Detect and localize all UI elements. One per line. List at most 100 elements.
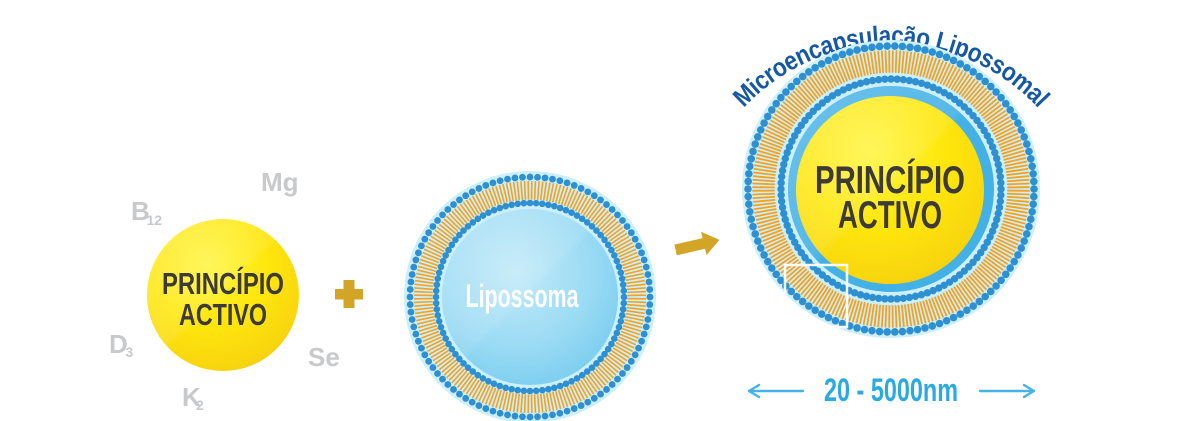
- lipid-head: [425, 229, 433, 237]
- lipid-tail: [752, 195, 776, 200]
- lipid-tail: [818, 288, 832, 308]
- lipid-head: [893, 75, 901, 83]
- lipid-head: [437, 323, 445, 331]
- lipid-tail: [1006, 171, 1029, 176]
- lipid-tail: [509, 182, 514, 202]
- lipid-head: [917, 79, 926, 87]
- lipid-tail: [1001, 146, 1024, 155]
- lipid-head: [588, 364, 596, 371]
- lipid-tail: [942, 64, 954, 86]
- lipid-tail: [481, 190, 491, 209]
- lipid-head: [1025, 147, 1033, 156]
- lipid-head: [631, 235, 639, 243]
- lipid-tail: [421, 330, 440, 339]
- lipid-tail: [961, 78, 976, 97]
- lipid-tail: [873, 304, 878, 327]
- lipid-head: [456, 390, 463, 398]
- lipid-head: [445, 246, 452, 254]
- lipid-tail: [599, 364, 614, 379]
- size-range-label: 20 - 5000nm: [824, 372, 958, 408]
- lipid-tail: [448, 366, 463, 381]
- lipid-tail: [910, 52, 916, 75]
- lipid-tail: [609, 352, 626, 365]
- lipid-tail: [841, 58, 851, 81]
- lipid-head: [635, 344, 642, 352]
- lipid-tail: [560, 388, 569, 408]
- lipid-tail: [416, 269, 436, 275]
- lipid-tail: [913, 302, 920, 326]
- lipid-head: [475, 402, 483, 409]
- lipid-tail: [828, 292, 840, 314]
- lipid-head: [474, 371, 482, 379]
- lipid-tail: [624, 269, 644, 275]
- lipid-tail: [475, 194, 485, 212]
- lipid-tail: [558, 389, 565, 409]
- lipid-head: [504, 411, 511, 419]
- lipid-tail: [965, 277, 982, 295]
- lipid-head: [913, 44, 922, 53]
- lipid-head: [754, 133, 762, 141]
- lipid-tail: [1005, 205, 1029, 211]
- lipid-head: [838, 50, 847, 59]
- lipid-head: [448, 345, 456, 353]
- lipid-tail: [430, 347, 448, 359]
- active-principle-line2: ACTIVO: [179, 297, 267, 332]
- lipid-head: [981, 292, 989, 301]
- lipid-head: [425, 357, 433, 365]
- lipid-head: [777, 179, 785, 187]
- lipid-tail: [502, 391, 508, 411]
- lipid-head: [432, 293, 440, 301]
- lipid-tail: [611, 232, 628, 244]
- lipid-head: [883, 328, 891, 336]
- lipid-head: [940, 281, 948, 289]
- lipid-tail: [1003, 153, 1026, 161]
- lipid-head: [627, 229, 635, 237]
- lipid-tail: [774, 113, 794, 127]
- lipid-head: [620, 293, 628, 301]
- lipid-head: [562, 206, 570, 214]
- lipid-tail: [495, 389, 502, 409]
- lipid-tail: [520, 181, 524, 201]
- lipid-head: [963, 63, 971, 72]
- lipid-tail: [425, 339, 443, 349]
- lipid-head: [768, 106, 776, 114]
- lipid-head: [899, 294, 908, 303]
- lipid-head: [469, 368, 477, 375]
- lipid-head: [996, 172, 1005, 181]
- lipid-head: [754, 237, 762, 245]
- lipid-tail: [454, 370, 468, 386]
- lipid-head: [635, 242, 642, 250]
- lipid-head: [986, 137, 994, 145]
- lipid-head: [642, 263, 650, 271]
- lipid-head: [502, 202, 509, 210]
- lipid-head: [479, 212, 487, 219]
- lipid-head: [942, 316, 951, 325]
- lipid-tail: [621, 327, 641, 336]
- lipid-head: [834, 89, 842, 97]
- lipid-head: [435, 318, 443, 325]
- lipid-head: [415, 249, 422, 257]
- lipid-tail: [990, 116, 1010, 130]
- lipid-tail: [928, 298, 937, 321]
- lipid-head: [928, 48, 937, 56]
- lipid-tail: [414, 303, 434, 307]
- lipid-head: [434, 312, 442, 319]
- lipid-head: [642, 323, 650, 331]
- lipid-tail: [1004, 211, 1028, 218]
- lipid-head: [583, 219, 591, 226]
- lipid-head: [772, 270, 781, 279]
- lipid-head: [756, 244, 765, 252]
- lipid-tail: [481, 385, 491, 404]
- lipid-head: [850, 81, 859, 89]
- lipid-head: [839, 284, 847, 292]
- lipid-head: [1006, 264, 1014, 272]
- lipid-tail: [448, 213, 463, 228]
- lipid-head: [749, 147, 757, 156]
- lipid-head: [749, 222, 757, 231]
- lipid-tail: [516, 181, 521, 201]
- lipid-tail: [991, 246, 1012, 259]
- lipid-head: [479, 375, 487, 382]
- lipid-head: [439, 329, 447, 337]
- lipid-tail: [828, 64, 840, 86]
- lipid-head: [891, 42, 899, 50]
